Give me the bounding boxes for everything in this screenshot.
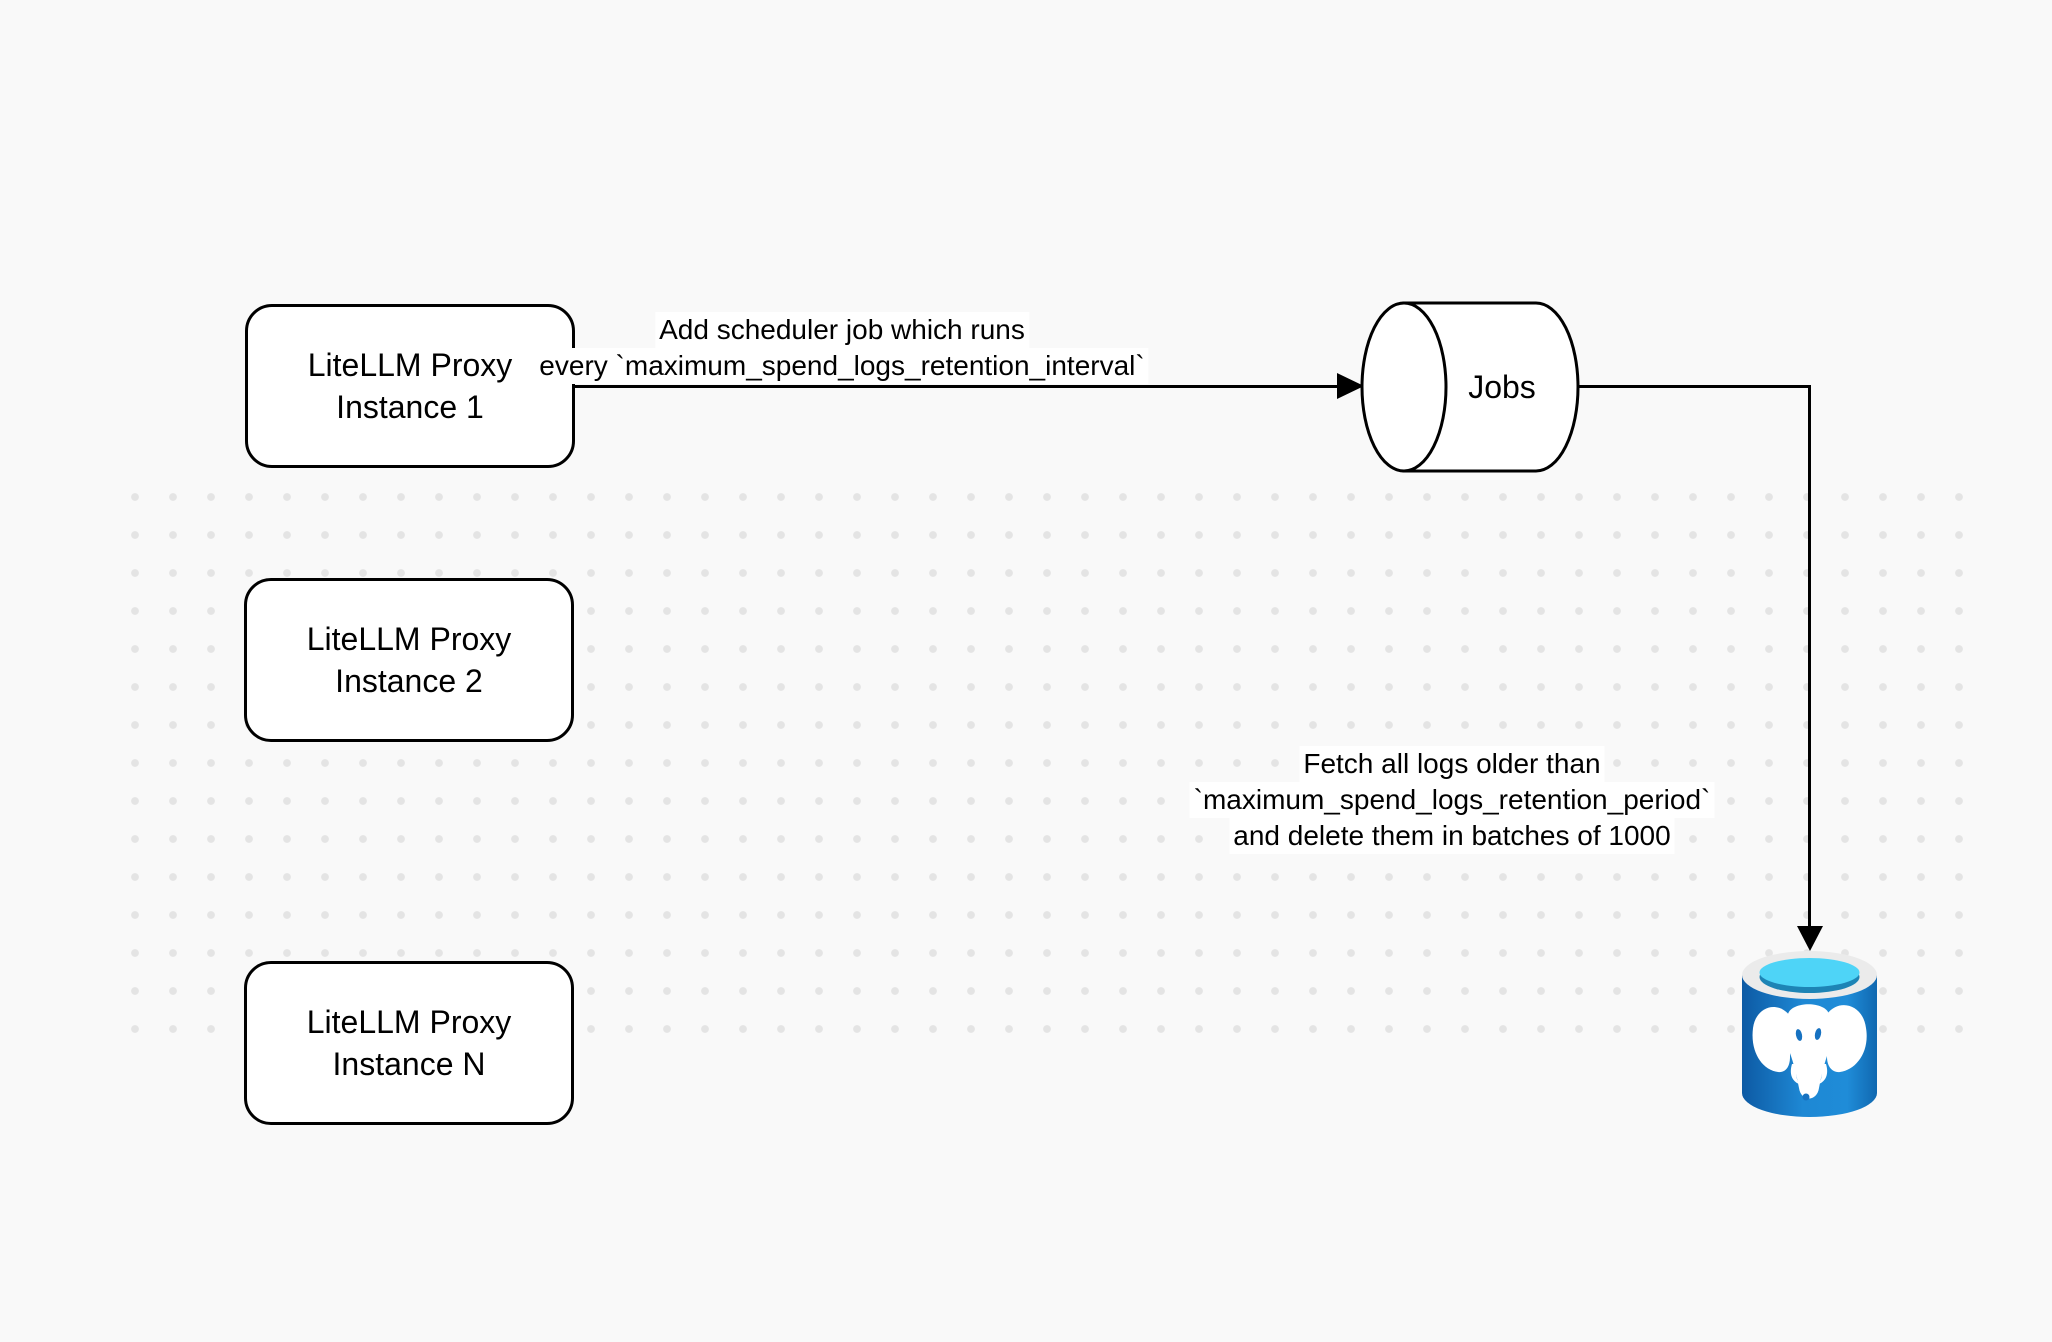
edge-label-line: `maximum_spend_logs_retention_period`	[1189, 782, 1715, 818]
node-label-line: Instance 1	[336, 389, 484, 425]
node-label-jobs: Jobs	[1468, 369, 1536, 405]
node-litellm-proxy-instance-1: LiteLLM Proxy Instance 1	[245, 304, 575, 468]
edge-label-line: Add scheduler job which runs	[655, 312, 1029, 348]
arrowhead-right-icon	[1337, 373, 1364, 399]
edge-label-line: every `maximum_spend_logs_retention_inte…	[535, 348, 1149, 384]
node-litellm-proxy-instance-2: LiteLLM Proxy Instance 2	[244, 578, 574, 742]
arrowhead-down-icon	[1797, 926, 1823, 951]
node-label-line: LiteLLM Proxy	[307, 347, 513, 383]
dot-grid-background	[116, 478, 1978, 1048]
edge-schedule-line	[573, 385, 1340, 388]
edge-label-line: and delete them in batches of 1000	[1229, 818, 1675, 854]
node-label-line: LiteLLM Proxy	[306, 621, 512, 657]
postgres-elephant-glyph	[1752, 1004, 1867, 1099]
node-litellm-proxy-instance-n: LiteLLM Proxy Instance N	[244, 961, 574, 1125]
postgresql-database-icon	[1742, 951, 1877, 1117]
edge-label-schedule: Add scheduler job which runs every `maxi…	[535, 312, 1149, 384]
edge-cleanup-line-horizontal	[1578, 385, 1811, 388]
edge-cleanup-line-vertical	[1808, 385, 1811, 928]
node-label-line: LiteLLM Proxy	[306, 1004, 512, 1040]
node-label-line: Instance 2	[335, 663, 483, 699]
node-label-line: Instance N	[332, 1046, 486, 1082]
edge-label-cleanup: Fetch all logs older than `maximum_spend…	[1189, 746, 1715, 854]
edge-label-line: Fetch all logs older than	[1299, 746, 1605, 782]
jobs-cylinder-shape	[1360, 301, 1580, 473]
